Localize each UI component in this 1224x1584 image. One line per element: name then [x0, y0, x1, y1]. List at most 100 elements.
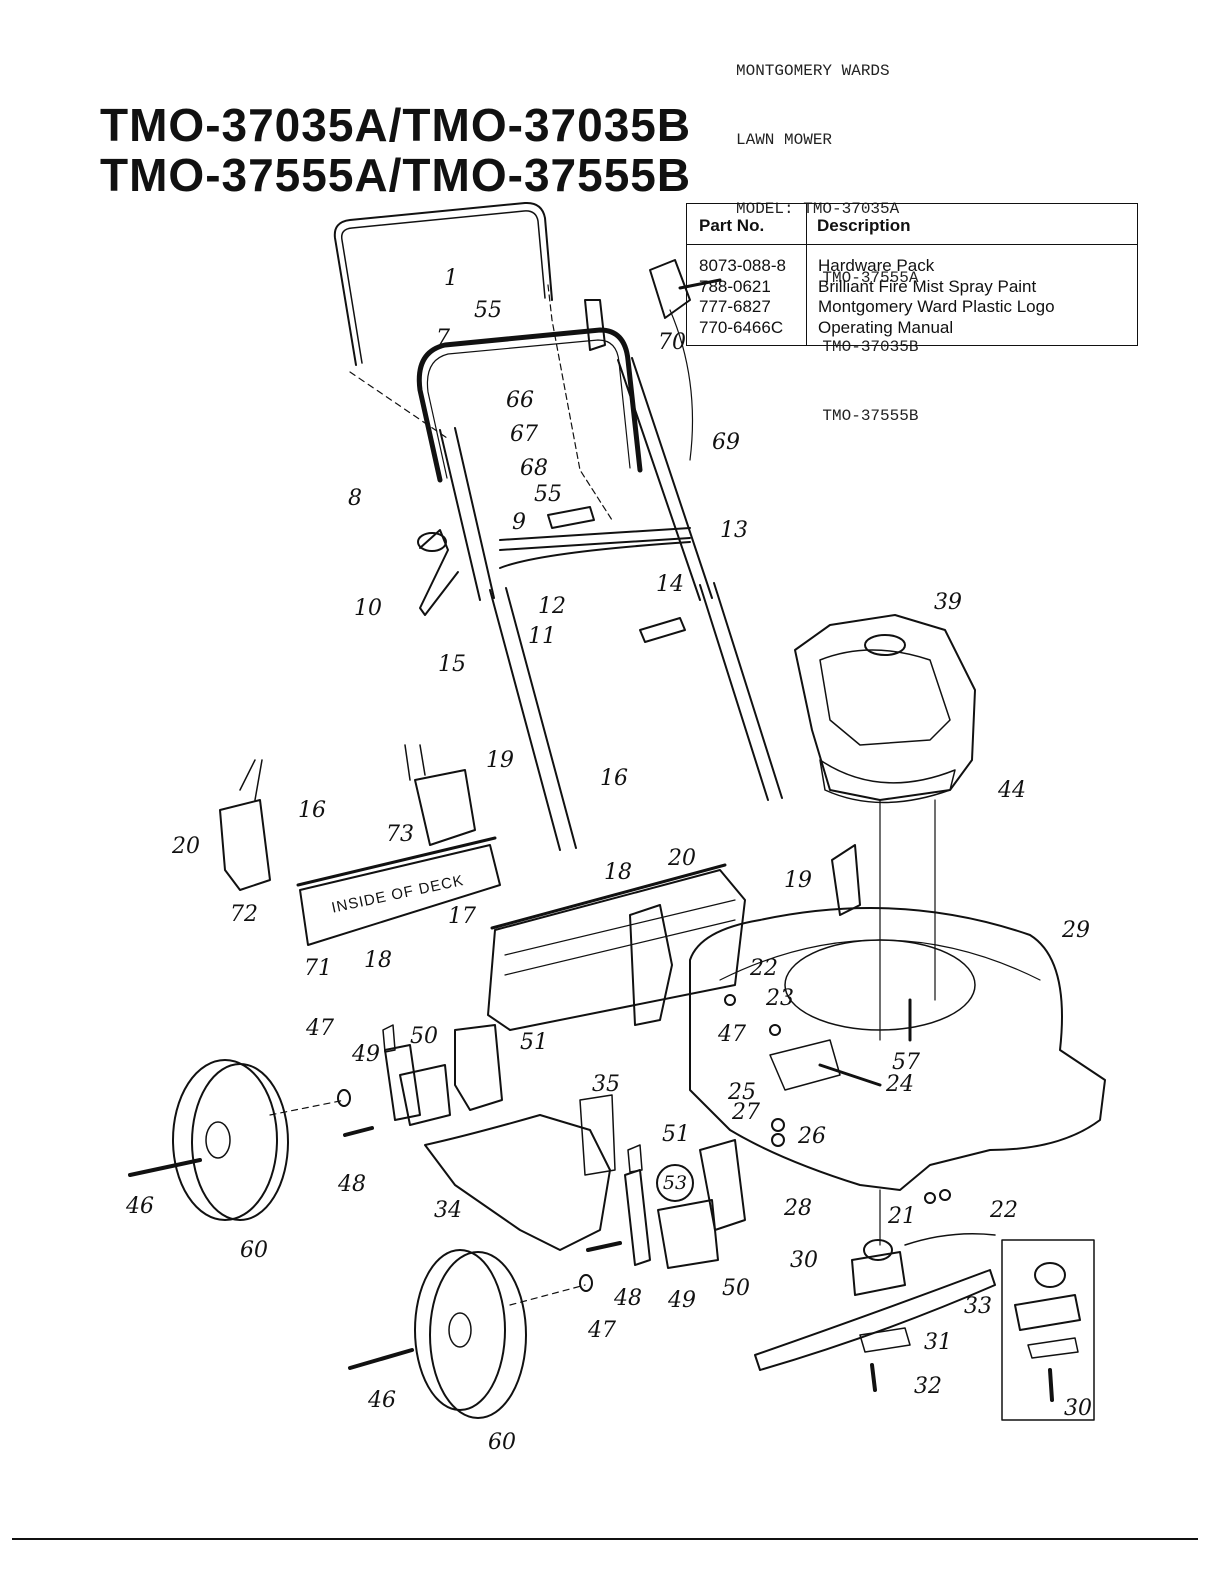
control-bracket — [584, 299, 606, 351]
part-callout: 8 — [348, 486, 362, 511]
table-cell-part-no: 8073-088-8 — [699, 256, 786, 275]
part-callout: 70 — [658, 330, 686, 355]
rear-skirt-rib — [504, 899, 736, 976]
part-callout: 14 — [656, 572, 684, 597]
washer — [771, 1118, 785, 1132]
inset-box — [1001, 1239, 1095, 1421]
part-callout: 24 — [886, 1072, 914, 1097]
part-callout: 15 — [438, 652, 466, 677]
model-line: TMO-37555B — [736, 405, 918, 428]
part-callout: 34 — [434, 1198, 462, 1223]
part-callout: 51 — [662, 1122, 690, 1147]
wheel-bracket — [399, 1064, 451, 1126]
model-item: TMO-37555A — [822, 269, 919, 287]
washer — [939, 1189, 951, 1201]
height-bracket — [629, 904, 673, 1026]
part-callout: 55 — [534, 482, 562, 507]
product-text: LAWN MOWER — [736, 131, 833, 149]
part-callout: 32 — [914, 1374, 942, 1399]
part-callout: 20 — [668, 846, 696, 871]
front-wheel-hub — [448, 1312, 472, 1348]
part-callout: 67 — [510, 422, 538, 447]
handle-knob — [419, 529, 459, 616]
blade-bolt — [870, 1363, 877, 1392]
height-bracket — [219, 799, 271, 891]
part-callout: 21 — [888, 1204, 916, 1229]
part-callout: 48 — [614, 1286, 642, 1311]
brand-text: MONTGOMERY WARDS — [736, 62, 890, 80]
assembly-dash-line — [349, 371, 451, 441]
table-divider — [806, 204, 807, 345]
table-row: 777-6827 Montgomery Ward Plastic Logo — [687, 297, 1137, 318]
rear-skirt — [487, 869, 746, 1031]
control-bail — [426, 339, 631, 479]
part-callout: 19 — [486, 748, 514, 773]
part-callout: 27 — [732, 1100, 760, 1125]
part-callout: 55 — [474, 298, 502, 323]
engine-shroud — [819, 649, 951, 746]
part-callout: 66 — [506, 388, 534, 413]
model-label: MODEL: — [736, 200, 794, 218]
part-callout: 9 — [512, 510, 526, 535]
washer — [924, 1192, 936, 1204]
part-callout: 48 — [338, 1172, 366, 1197]
wheel-adjuster — [624, 1169, 651, 1266]
lower-handle — [699, 582, 783, 801]
wheel-adjuster — [384, 1044, 421, 1121]
footer-divider — [12, 1538, 1198, 1540]
pivot-bolt — [343, 1126, 374, 1137]
part-callout: 72 — [230, 902, 258, 927]
page-subtitle: TMO-37555A/TMO-37555B — [100, 149, 692, 201]
deck-bracket — [831, 844, 861, 916]
part-callout: 49 — [668, 1288, 696, 1313]
rear-skirt-rod — [490, 863, 727, 930]
side-panel — [699, 1139, 746, 1231]
discharge-chute — [424, 1114, 611, 1251]
assembly-dash-line — [509, 1284, 586, 1306]
rear-deflector-rod — [296, 836, 497, 887]
handle-stub — [239, 759, 263, 801]
part-callout: 51 — [520, 1030, 548, 1055]
part-callout: 50 — [410, 1024, 438, 1049]
part-callout: 16 — [600, 766, 628, 791]
handle-stub — [404, 744, 426, 781]
inset-washer — [1027, 1337, 1079, 1359]
handle-crossbar — [499, 527, 691, 551]
part-callout: 47 — [588, 1318, 616, 1343]
blade-adapter-hub — [863, 1239, 893, 1261]
middle-handle — [617, 357, 713, 601]
mower-deck — [689, 907, 1106, 1191]
washer — [771, 1133, 785, 1147]
adjuster-handle — [627, 1144, 643, 1173]
table-header-description: Description — [817, 216, 911, 235]
knob-head — [417, 532, 447, 552]
part-callout: 19 — [784, 868, 812, 893]
table-row: 770-6466C Operating Manual — [687, 318, 1137, 339]
table-row: 8073-088-8 Hardware Pack — [687, 256, 1137, 277]
model-item: TMO-37035A — [803, 200, 900, 218]
part-callout: 28 — [784, 1196, 812, 1221]
part-callout: 30 — [790, 1248, 818, 1273]
part-callout: 47 — [718, 1022, 746, 1047]
part-callout: 26 — [798, 1124, 826, 1149]
part-callout: 31 — [924, 1330, 952, 1355]
part-callout: 69 — [712, 430, 740, 455]
deck-ring — [719, 939, 1041, 981]
arrow-line — [904, 1233, 996, 1246]
part-callout: 39 — [934, 590, 962, 615]
model-line: MODEL: TMO-37035A — [736, 198, 918, 221]
table-header-part-no: Part No. — [699, 216, 765, 235]
part-callout: 16 — [298, 798, 326, 823]
bolt — [678, 278, 722, 290]
part-callout: 71 — [304, 956, 332, 981]
inset-adapter-hub — [1034, 1262, 1066, 1288]
part-callout: 11 — [528, 624, 556, 649]
height-bracket — [414, 769, 476, 846]
front-wheel-tread — [429, 1251, 527, 1419]
engine-air-filter — [864, 634, 906, 656]
part-callout: 29 — [1062, 918, 1090, 943]
page-title: TMO-37035A/TMO-37035B — [100, 99, 692, 151]
part-callout: 1 — [444, 266, 458, 291]
control-lever — [649, 259, 691, 319]
wheel-axle-bolt — [348, 1348, 414, 1370]
